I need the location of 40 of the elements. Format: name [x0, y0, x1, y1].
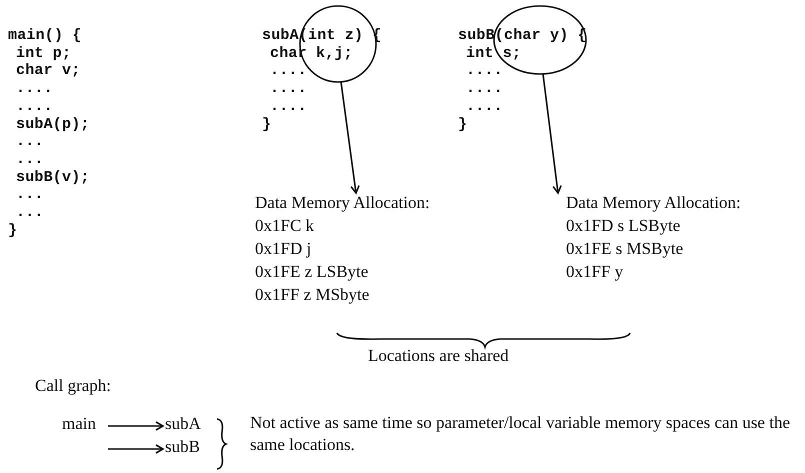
- arrow: [108, 421, 164, 431]
- list-heading: Data Memory Allocation:: [566, 193, 741, 213]
- memory-entry: 0x1FD s LSByte: [566, 216, 680, 236]
- function-name: main: [62, 414, 96, 434]
- memory-entry: 0x1FC k: [255, 216, 314, 236]
- list-heading: Data Memory Allocation:: [255, 193, 430, 213]
- code-line: ...: [16, 133, 44, 150]
- code-line: subA(p);: [16, 116, 90, 132]
- code-line: ....: [270, 80, 307, 98]
- function-name: subA: [165, 414, 201, 434]
- memory-entry: 0x1FD j: [255, 239, 312, 259]
- memory-entry: 0x1FF z MSbyte: [255, 285, 370, 305]
- code-line: main() {: [8, 27, 82, 44]
- code-line: }: [458, 116, 468, 132]
- code-line: ....: [466, 62, 503, 80]
- code-line: }: [262, 116, 272, 132]
- code-line: subB(v);: [16, 168, 90, 186]
- code-line: ....: [270, 98, 307, 115]
- note-text: Not active as same time so parameter/local variable memory spaces can use the same locations.: [250, 412, 791, 456]
- code-line: ....: [16, 98, 53, 115]
- memory-entry: 0x1FE s MSByte: [566, 239, 684, 259]
- arrow: [542, 74, 562, 194]
- caption-text: Call graph:: [35, 376, 112, 396]
- arrow: [340, 82, 360, 194]
- code-line: ....: [270, 62, 307, 80]
- code-line: ....: [466, 98, 503, 115]
- code-line: ....: [16, 80, 53, 98]
- memory-entry: 0x1FF y: [566, 262, 624, 282]
- code-line: ....: [466, 80, 503, 98]
- code-line: ...: [16, 204, 44, 221]
- caption-text: Locations are shared: [368, 346, 509, 366]
- code-line: }: [8, 222, 18, 239]
- memory-entry: 0x1FE z LSByte: [255, 262, 368, 282]
- code-line: int s;: [466, 44, 522, 62]
- code-line: int p;: [16, 44, 72, 62]
- function-name: subB: [165, 437, 200, 457]
- arrow: [108, 444, 164, 454]
- code-line: ...: [16, 186, 44, 204]
- code-line: char v;: [16, 62, 80, 80]
- code-line: ...: [16, 150, 44, 168]
